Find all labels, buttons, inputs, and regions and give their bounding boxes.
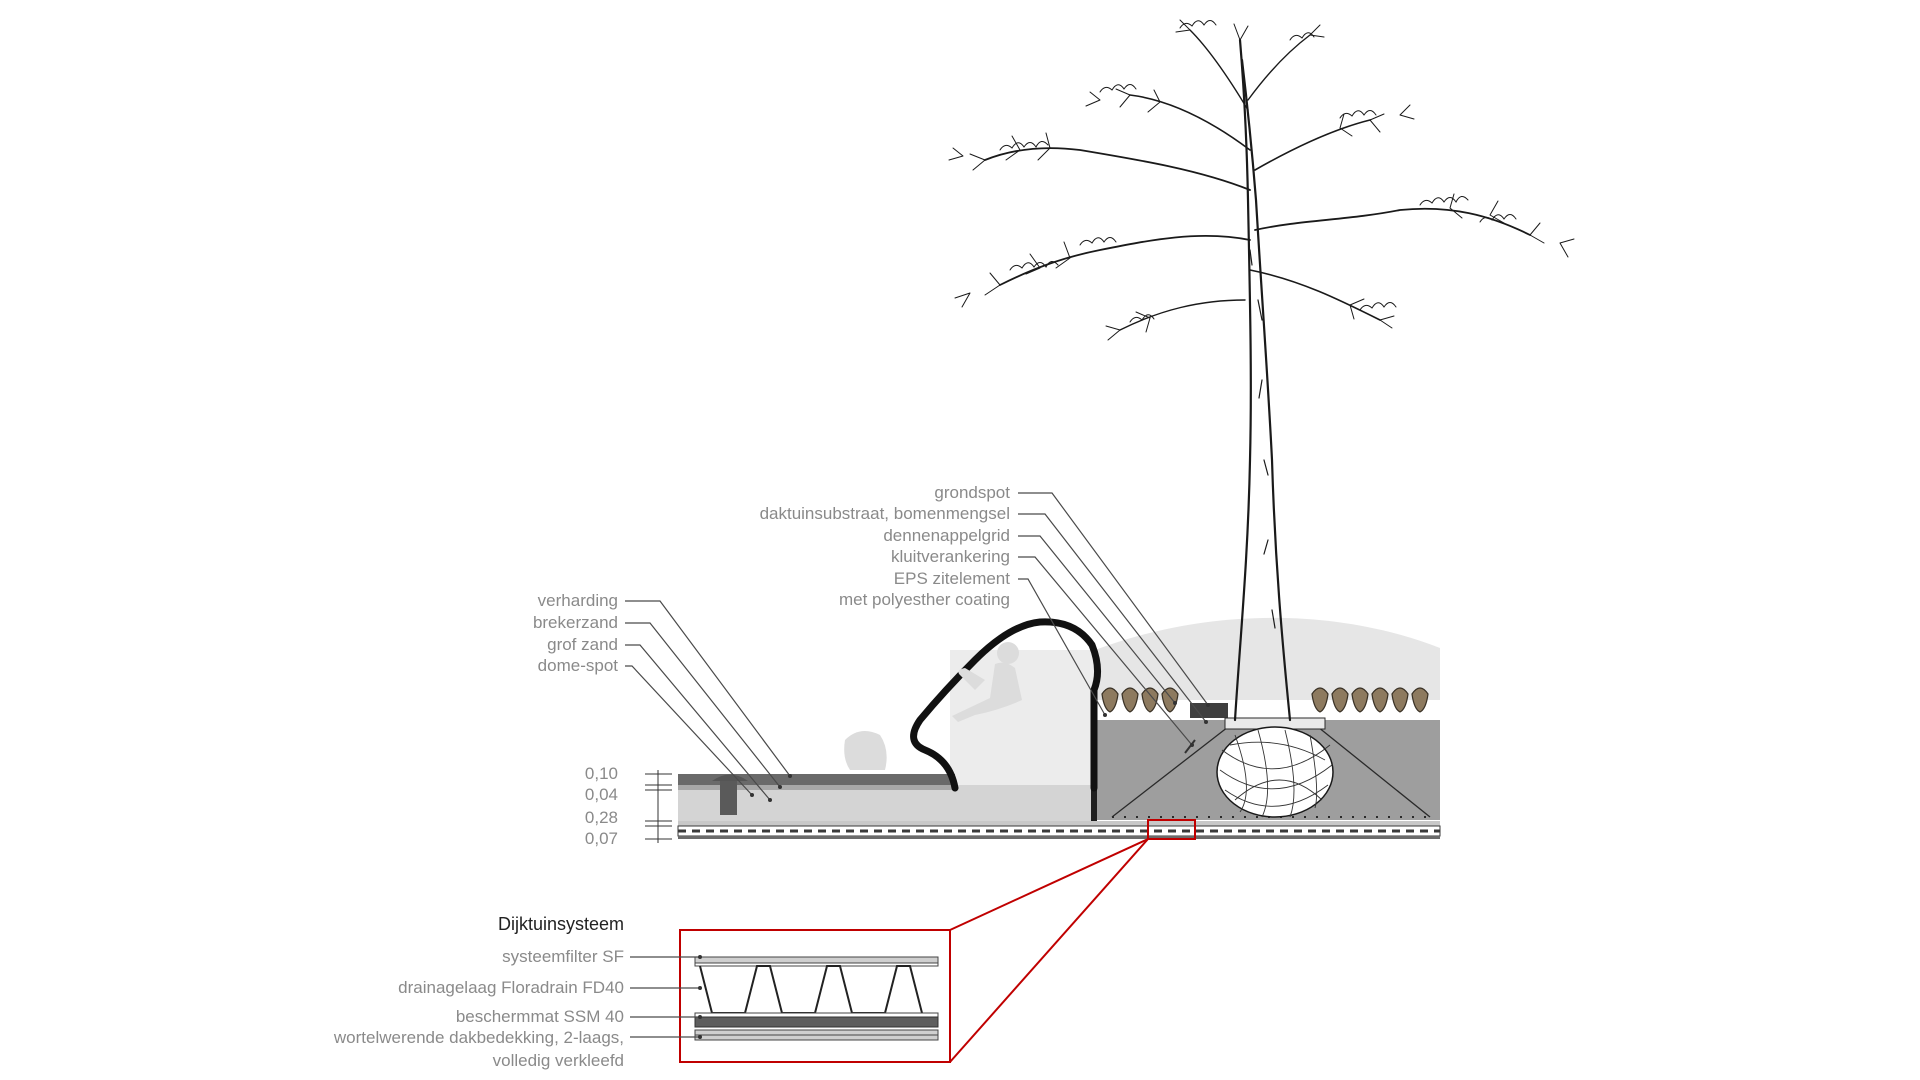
dim-brekerzand: 0,04 xyxy=(585,785,618,804)
verharding-layer xyxy=(678,774,955,785)
detail-label-systeemfilter: systeemfilter SF xyxy=(502,947,624,966)
pine-tree xyxy=(948,19,1575,722)
label-polyesther-coating: met polyesther coating xyxy=(839,590,1010,609)
brekerzand-layer xyxy=(678,785,955,790)
left-leader-lines xyxy=(625,600,791,801)
detail-frame xyxy=(679,929,951,1063)
eps-bench-outline xyxy=(910,618,1101,792)
detail-leader-dots xyxy=(698,955,702,1039)
label-dome-spot: dome-spot xyxy=(538,656,619,675)
detail-label-verkleefd: volledig verkleefd xyxy=(493,1051,624,1070)
detail-label-dakbedekking: wortelwerende dakbedekking, 2-laags, xyxy=(333,1028,624,1047)
person-silhouettes xyxy=(844,642,1022,770)
soil-mound xyxy=(1095,617,1440,700)
label-kluitverankering: kluitverankering xyxy=(891,547,1010,566)
dim-drainage: 0,07 xyxy=(585,829,618,848)
grof-zand-layer xyxy=(678,790,1095,821)
dim-grof-zand: 0,28 xyxy=(585,808,618,827)
detail-highlight-box xyxy=(1147,819,1196,840)
detail-layers xyxy=(694,956,939,1041)
dim-verharding: 0,10 xyxy=(585,764,618,783)
dennenappelgrid xyxy=(1101,687,1429,713)
dimension-ticks xyxy=(645,770,672,843)
label-brekerzand: brekerzand xyxy=(533,613,618,632)
detail-leader-lines xyxy=(630,956,700,1038)
left-leader-dots xyxy=(750,774,792,802)
bench-area-fill xyxy=(950,650,1095,788)
label-daktuinsubstraat: daktuinsubstraat, bomenmengsel xyxy=(760,504,1010,523)
label-verharding: verharding xyxy=(538,591,618,610)
right-leader-lines xyxy=(1018,492,1209,746)
label-grondspot: grondspot xyxy=(934,483,1010,502)
detail-title: Dijktuinsysteem xyxy=(498,914,624,934)
label-grof-zand: grof zand xyxy=(547,635,618,654)
sand-taper xyxy=(955,785,1095,790)
label-dennenappelgrid: dennenappelgrid xyxy=(883,526,1010,545)
kluitverankering xyxy=(1111,726,1431,818)
drainage-base-layer xyxy=(677,821,1441,839)
detail-callout-lines xyxy=(949,838,1149,1063)
detail-label-beschermmat: beschermmat SSM 40 xyxy=(456,1007,624,1026)
detail-label-drainagelaag: drainagelaag Floradrain FD40 xyxy=(398,978,624,997)
dome-spot-fixture xyxy=(712,774,748,815)
label-eps-zitelement: EPS zitelement xyxy=(894,569,1010,588)
root-ball xyxy=(1216,717,1334,818)
ground-spot-tag xyxy=(1184,739,1196,754)
right-leader-dots xyxy=(1103,701,1210,747)
